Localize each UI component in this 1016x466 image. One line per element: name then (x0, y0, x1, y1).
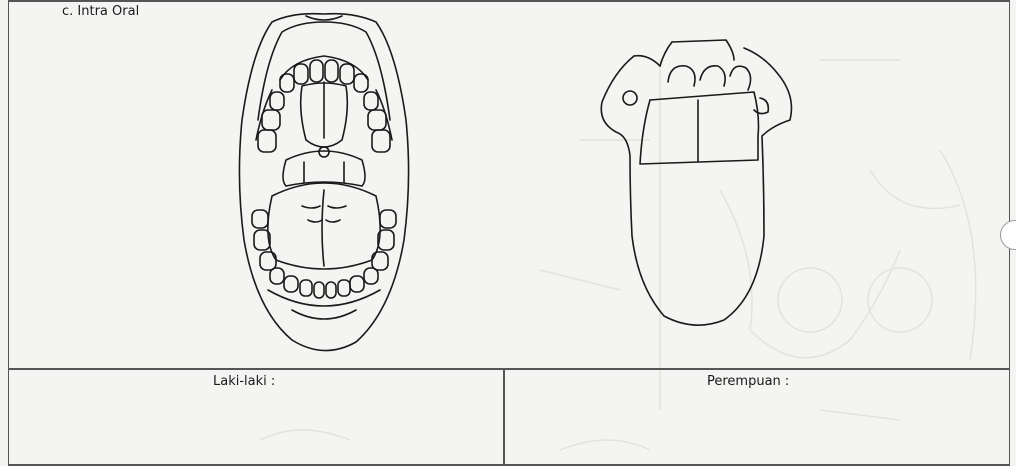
female-label: Perempuan : (707, 374, 789, 389)
open-mouth-teeth-diagram (232, 10, 416, 362)
tongue-diagram (594, 36, 804, 332)
section-title: c. Intra Oral (62, 4, 139, 19)
top-rule (8, 0, 1010, 2)
gender-column-divider (503, 368, 505, 466)
section-divider (8, 368, 1010, 370)
bottom-rule (8, 464, 1010, 466)
male-label: Laki-laki : (213, 374, 275, 389)
form-frame (8, 0, 1010, 466)
